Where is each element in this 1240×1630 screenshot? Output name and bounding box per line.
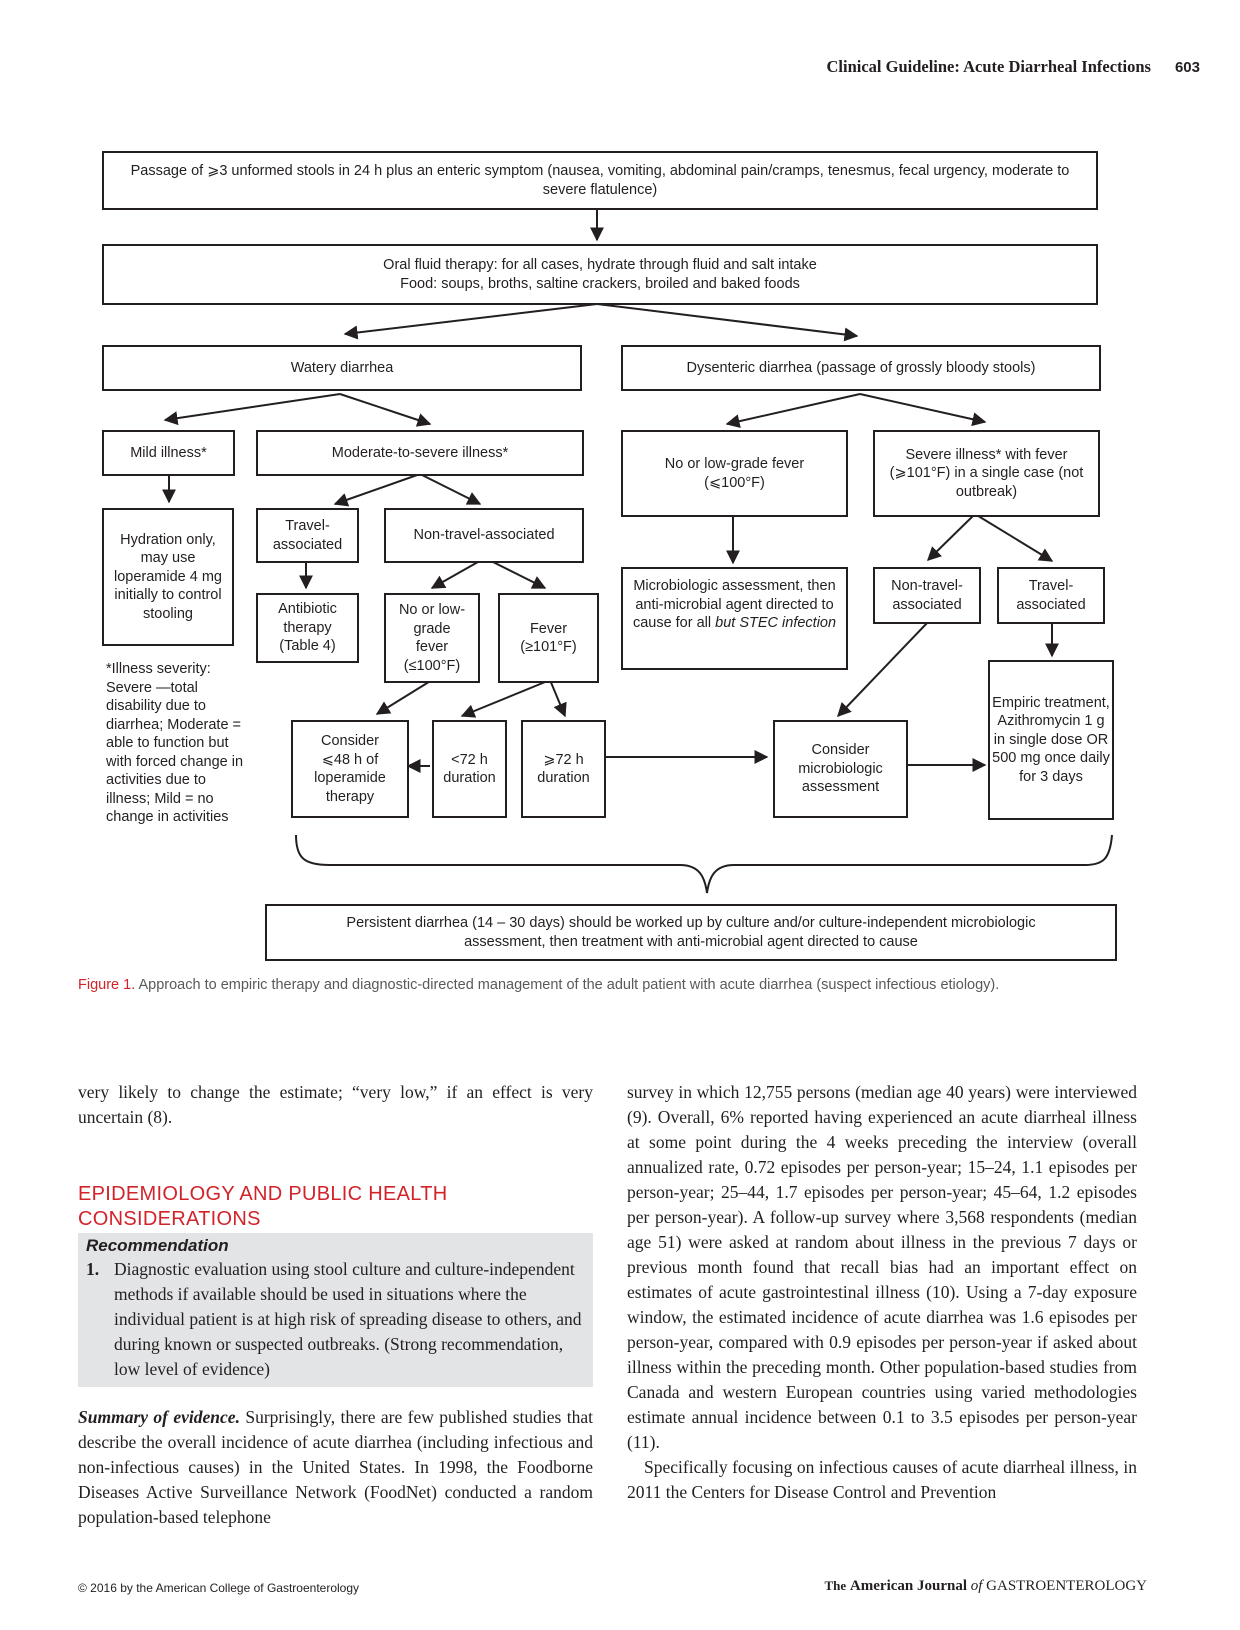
right-paragraph-2: Specifically focusing on infectious caus… <box>627 1457 1137 1502</box>
box-fever: Fever (≥101°F) <box>498 593 599 683</box>
mild-text: Mild illness* <box>130 444 207 461</box>
box-moderate-illness: Moderate-to-severe illness* <box>256 430 584 476</box>
no-low-grade-fever-text: No or low-grade fever (≤100°F) <box>398 602 466 674</box>
box-no-low-grade-fever: No or low-grade fever (≤100°F) <box>384 593 480 683</box>
non-travel-severe-text: Non-travel-associated <box>891 578 963 613</box>
micro-text-b: but STEC infection <box>715 615 837 631</box>
journal-end: GASTROENTEROLOGY <box>986 1578 1147 1594</box>
summary-text: Surprisingly, there are few published st… <box>78 1407 594 1527</box>
arrow-b2-dysenteric <box>596 303 859 342</box>
recommendation-text: Diagnostic evaluation using stool cultur… <box>114 1259 582 1379</box>
right-paragraph-1: survey in which 12,755 persons (median a… <box>627 1082 1137 1452</box>
less-72h-text: <72 h duration <box>443 751 496 787</box>
recommendation-box: Recommendation 1. Diagnostic evaluation … <box>78 1233 593 1387</box>
moderate-text: Moderate-to-severe illness* <box>331 444 509 461</box>
persistent-text: Persistent diarrhea (14 – 30 days) shoul… <box>346 915 1036 950</box>
journal-the: The <box>824 1578 847 1593</box>
figure-caption-text: Approach to empiric therapy and diagnost… <box>138 977 1000 993</box>
travel-associated-text: Travel-associated <box>272 518 343 553</box>
antibiotic-text: Antibiotic therapy (Table 4) <box>278 601 337 655</box>
arrow-moderate-travel <box>333 473 421 507</box>
box-no-low-fever-dys: No or low-grade fever (⩽100°F) <box>621 430 848 517</box>
figure-label: Figure 1. <box>78 977 136 993</box>
arrow-severe-nontravel <box>926 513 976 561</box>
recommendation-item: 1. Diagnostic evaluation using stool cul… <box>86 1257 585 1382</box>
arrow-b2-watery <box>343 303 598 340</box>
travel-severe-text: Travel-associated <box>1016 578 1086 613</box>
dysenteric-text: Dysenteric diarrhea (passage of grossly … <box>686 359 1036 376</box>
journal-mid: American Journal <box>849 1578 967 1594</box>
journal-of: of <box>970 1578 983 1594</box>
non-travel-associated-text: Non-travel-associated <box>413 527 555 544</box>
oral-fluid-text: Oral fluid therapy: for all cases, hydra… <box>383 257 817 273</box>
summary-lead: Summary of evidence. <box>78 1407 240 1427</box>
box-ge-72h: ⩾72 h duration <box>521 720 606 818</box>
box-mild-illness: Mild illness* <box>102 430 235 476</box>
box-severe-illness: Severe illness* with fever (⩾101°F) in a… <box>873 430 1100 517</box>
box-non-travel-associated: Non-travel-associated <box>384 508 584 563</box>
arrow-dys-severe <box>859 393 987 427</box>
box-microbiologic-assessment: Microbiologic assessment, then anti-micr… <box>621 567 848 670</box>
arrow-moderate-nontravel <box>419 473 482 505</box>
box-travel-severe: Travel-associated <box>997 567 1105 624</box>
arrow-watery-mild <box>163 393 341 426</box>
no-low-fever-dys-text: No or low-grade fever (⩽100°F) <box>664 456 805 491</box>
recommendation-title: Recommendation <box>86 1236 229 1255</box>
box-consider-microbiologic: Consider microbiologic assessment <box>773 720 908 818</box>
box-consider-loperamide: Consider ⩽48 h of loperamide therapy <box>291 720 409 818</box>
header-title: Clinical Guideline: Acute Diarrheal Infe… <box>826 57 1151 76</box>
summary-paragraph: Summary of evidence. Surprisingly, there… <box>78 1405 593 1530</box>
fever-text: Fever (≥101°F) <box>520 620 577 656</box>
arrow-nolowfever-lop <box>375 679 433 715</box>
box-antibiotic-therapy: Antibiotic therapy (Table 4) <box>256 593 359 663</box>
arrow-nontravel-fever <box>484 557 547 589</box>
box-non-travel-severe: Non-travel-associated <box>873 567 981 624</box>
section-heading: EPIDEMIOLOGY AND PUBLIC HEALTH CONSIDERA… <box>78 1183 448 1230</box>
figure-caption: Figure 1. Approach to empiric therapy an… <box>78 977 999 993</box>
box-less-72h: <72 h duration <box>432 720 507 818</box>
micro-text-a: Microbiologic assessment, then anti-micr… <box>632 578 836 631</box>
page-number: 603 <box>1174 59 1200 76</box>
ge-72h-text: ⩾72 h duration <box>537 751 590 787</box>
flowchart-connectors <box>162 209 1113 894</box>
box-empiric-treatment: Empiric treatment, Azithromycin 1 g in s… <box>988 660 1114 820</box>
arrow-watery-moderate <box>339 393 432 427</box>
arrow-severe-travel <box>974 513 1054 562</box>
watery-text: Watery diarrhea <box>290 359 394 376</box>
box-hydration-only: Hydration only, may use loperamide 4 mg … <box>102 508 234 646</box>
box-watery-diarrhea: Watery diarrhea <box>102 345 582 391</box>
arrow-nontravelsev-consider <box>837 621 929 718</box>
footer-copyright: © 2016 by the American College of Gastro… <box>78 1581 360 1595</box>
box-entry-criteria: Passage of ⩾3 unformed stools in 24 h pl… <box>102 151 1098 210</box>
arrow-fever-lt72 <box>460 679 551 718</box>
box-travel-associated: Travel-associated <box>256 508 359 563</box>
severity-note: *Illness severity: Severe —total disabil… <box>106 661 244 825</box>
box-dysenteric-diarrhea: Dysenteric diarrhea (passage of grossly … <box>621 345 1101 391</box>
box-persistent-diarrhea: Persistent diarrhea (14 – 30 days) shoul… <box>265 904 1117 961</box>
left-paragraph-1: very likely to change the estimate; “ver… <box>78 1082 593 1127</box>
consider-microbiologic-text: Consider microbiologic assessment <box>798 742 883 796</box>
left-column-top: very likely to change the estimate; “ver… <box>78 1080 593 1130</box>
arrow-nontravel-nolow <box>430 557 486 589</box>
right-column: survey in which 12,755 persons (median a… <box>627 1080 1137 1505</box>
box-oral-fluid: Oral fluid therapy: for all cases, hydra… <box>102 244 1098 305</box>
severe-text: Severe illness* with fever (⩾101°F) in a… <box>889 446 1084 500</box>
recommendation-number: 1. <box>86 1259 100 1279</box>
consider-loperamide-text: Consider ⩽48 h of loperamide therapy <box>314 733 386 805</box>
food-text: Food: soups, broths, saltine crackers, b… <box>400 275 800 292</box>
brace <box>295 834 1113 894</box>
empiric-text: Empiric treatment, Azithromycin 1 g in s… <box>992 694 1110 785</box>
arrow-fever-ge72 <box>549 679 567 718</box>
arrow-dys-nolow <box>725 393 861 429</box>
footer-journal: The American Journal of GASTROENTEROLOGY <box>825 1578 1148 1595</box>
hydration-text: Hydration only, may use loperamide 4 mg … <box>114 531 222 622</box>
entry-criteria-text: Passage of ⩾3 unformed stools in 24 h pl… <box>130 163 1070 198</box>
running-header: Clinical Guideline: Acute Diarrheal Infe… <box>826 57 1200 77</box>
